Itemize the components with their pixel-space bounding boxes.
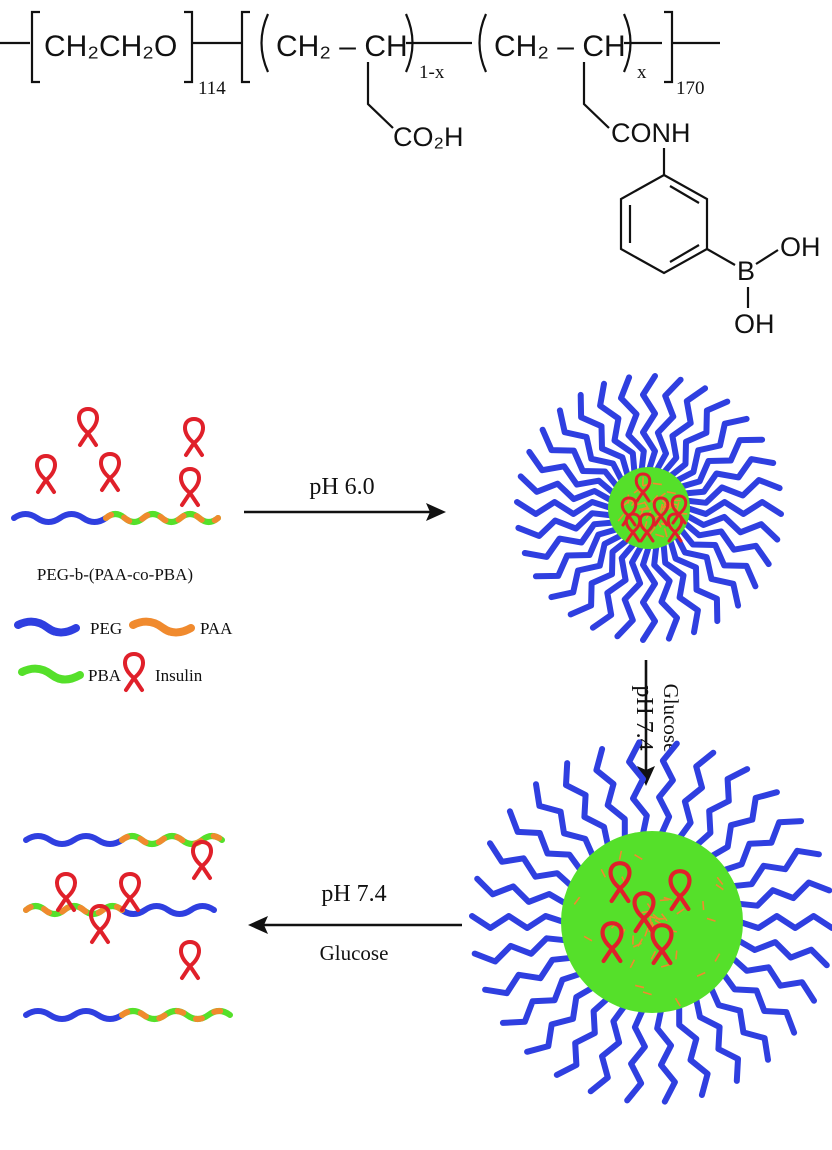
free-insulin-group (37, 409, 203, 505)
loaded-micelle (517, 376, 781, 640)
benzene-ring (621, 175, 707, 273)
paa-thread (676, 950, 677, 959)
peg-segment (14, 514, 106, 522)
paa-thread (703, 901, 704, 910)
block-open-bracket (242, 12, 250, 82)
legend-label-paa: PAA (200, 619, 233, 638)
peg-corona-arm (490, 843, 572, 886)
backbone-unit-1: CH₂ – CH (276, 30, 408, 63)
amide-side-chain (584, 62, 609, 128)
step2-ph-label: pH 7.4 (631, 685, 657, 750)
chemical-formula: CH₂CH₂O 114 CH₂ – CH 1-x CH₂ – CH x 170 … (0, 12, 821, 339)
peg-corona-arm (732, 958, 814, 1001)
backbone-unit-2: CH₂ – CH (494, 30, 626, 63)
step1-ph-label: pH 6.0 (309, 474, 374, 500)
peg-close-bracket (184, 12, 192, 82)
insulin-molecule (101, 454, 119, 490)
peg-corona-arm (740, 916, 832, 928)
peg-corona-arm (738, 940, 827, 965)
step3-ph-label: pH 7.4 (321, 881, 386, 907)
paa-segment (106, 514, 218, 522)
hydroxyl-2: OH (734, 309, 775, 339)
legend-label-peg: PEG (90, 619, 122, 638)
peg-corona-arm (629, 742, 647, 834)
pba-segment-icon (22, 669, 80, 680)
peg-repeat-unit: CH₂CH₂O (44, 30, 177, 63)
insulin-molecule (121, 874, 139, 910)
assembly-scheme: PEG-b-(PAA-co-PBA) PEG PAA PBA Insulin p… (14, 376, 832, 1102)
peg-corona-arm (659, 744, 677, 835)
polymer-name-label: PEG-b-(PAA-co-PBA) (37, 565, 193, 584)
insulin-molecule (37, 456, 55, 492)
hydroxyl-1: OH (780, 232, 821, 262)
insulin-molecule (181, 942, 199, 978)
peg-corona-arm (627, 1010, 645, 1101)
insulin-molecule (57, 874, 75, 910)
peg-segment-icon (18, 622, 76, 633)
carboxyl-group: CO₂H (393, 122, 463, 152)
unit1-open-paren (262, 14, 269, 72)
insulin-molecule (79, 409, 97, 445)
step2-glucose-label: Glucose (659, 684, 683, 753)
legend-label-pba: PBA (88, 666, 122, 685)
amide-group: CONH (611, 118, 691, 148)
peg-segment (26, 1011, 122, 1019)
peg-open-bracket (32, 12, 40, 82)
insulin-ribbon-icon (125, 654, 143, 690)
arrow-release (248, 916, 462, 934)
block-close-bracket (664, 12, 672, 82)
step3-glucose-label: Glucose (320, 941, 389, 965)
arrow-assembly (244, 503, 446, 521)
peg-segment (26, 836, 122, 844)
acid-side-chain (368, 62, 393, 128)
peg-corona-arm (472, 916, 564, 928)
peg-degree: 114 (198, 78, 226, 99)
insulin-molecule (185, 419, 203, 455)
legend: PEG PAA PBA Insulin (18, 619, 233, 690)
boron-atom: B (737, 256, 755, 286)
subscript-1-x: 1-x (419, 62, 445, 83)
block-degree: 170 (676, 78, 705, 99)
insulin-molecule (181, 469, 199, 505)
paa-thread (660, 900, 669, 901)
insulin-molecule (193, 842, 211, 878)
peg-corona-arm (657, 1010, 675, 1102)
swollen-micelle (472, 742, 832, 1101)
paa-segment-icon (133, 622, 191, 633)
peg-corona-arm (557, 998, 608, 1075)
released-components (26, 836, 230, 1019)
subscript-x: x (637, 62, 647, 83)
unit2-open-paren (480, 14, 487, 72)
polymer-chain (14, 514, 218, 522)
legend-label-insulin: Insulin (155, 666, 203, 685)
peg-corona-arm (696, 769, 747, 846)
peg-corona-arm (477, 879, 566, 904)
